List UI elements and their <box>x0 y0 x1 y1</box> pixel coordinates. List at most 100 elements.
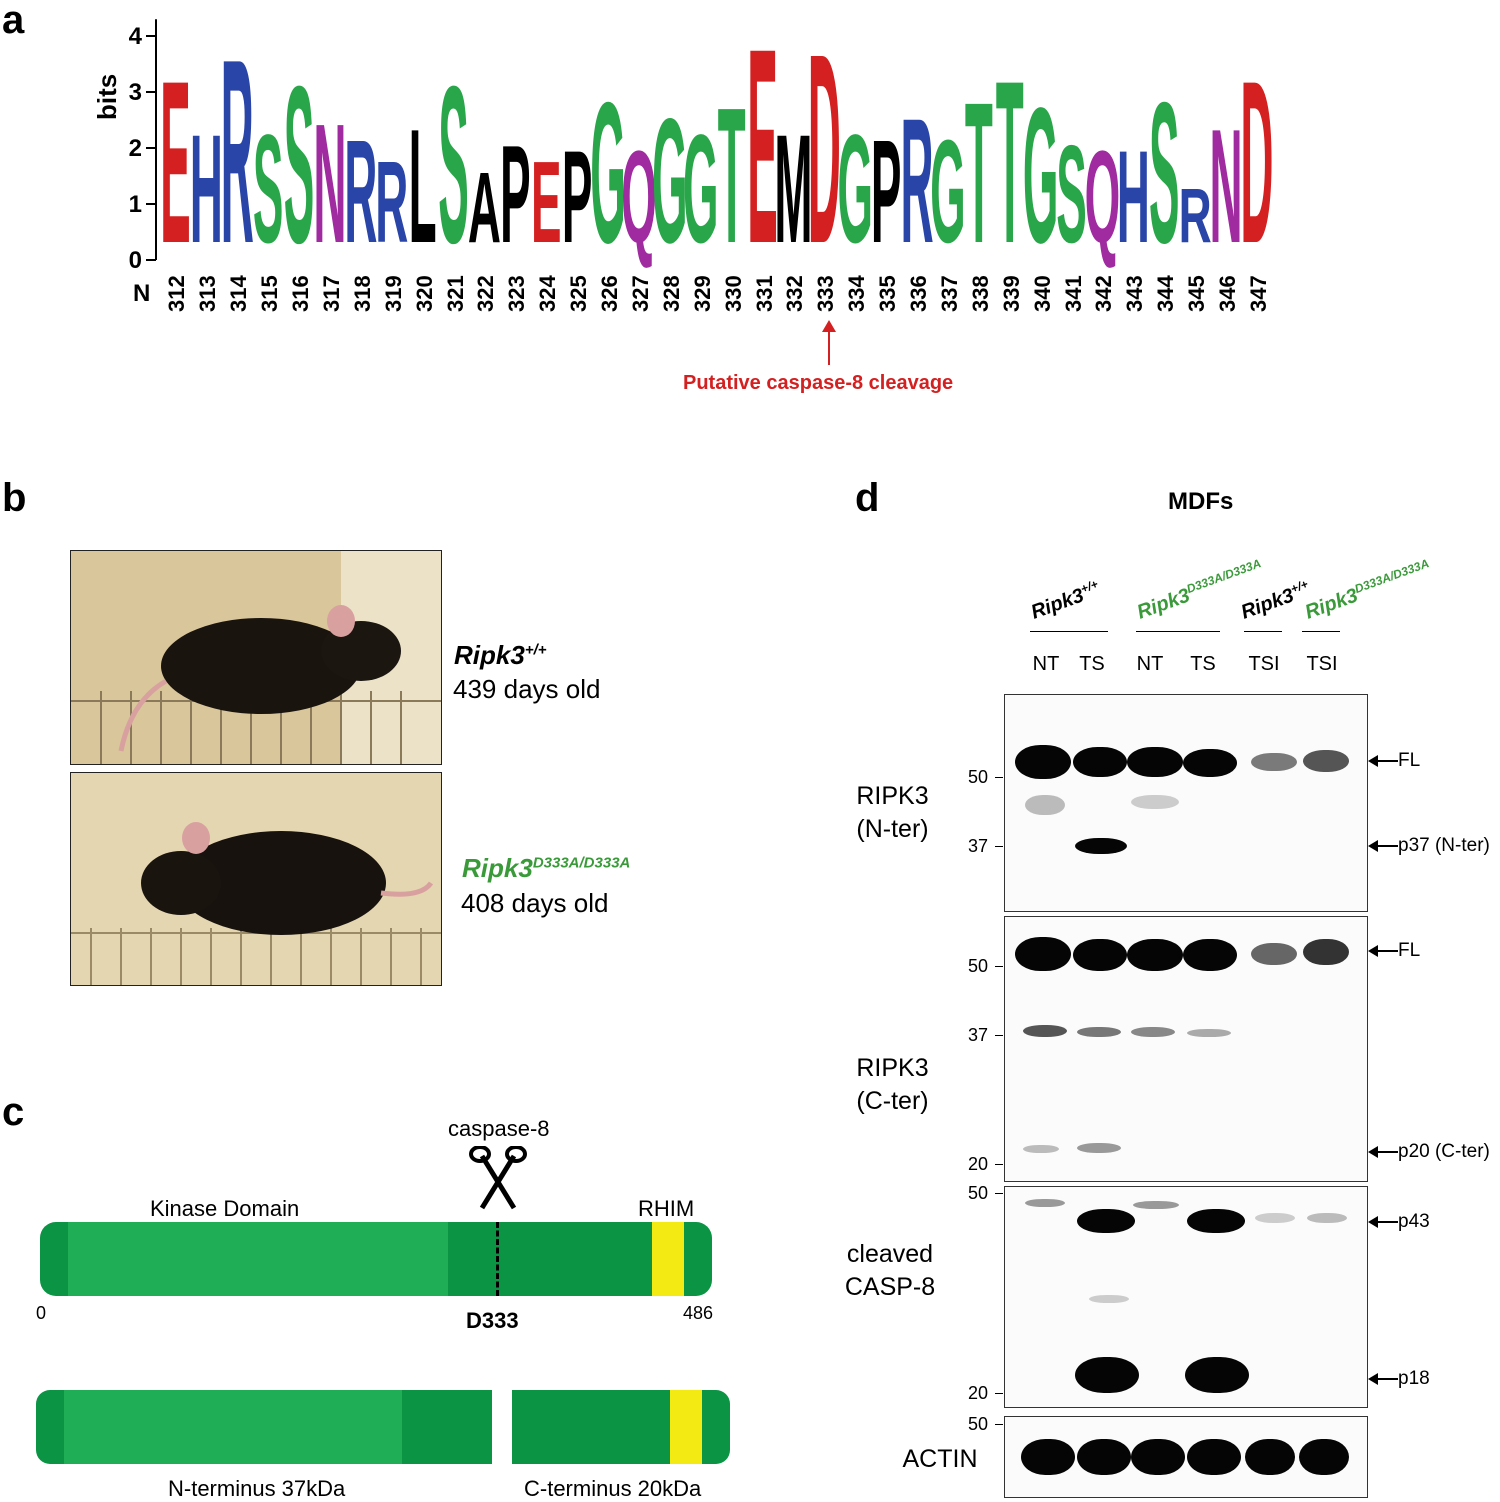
mw-tick <box>995 846 1003 847</box>
genotype-underline-3 <box>1244 631 1282 632</box>
logo-y-axis-label: bits <box>92 73 122 120</box>
band-fl <box>1303 939 1349 965</box>
logo-position-label: 318 <box>349 275 375 312</box>
logo-letter: P <box>562 123 593 270</box>
band-fl <box>1127 939 1183 971</box>
lane-label-6: TSI <box>1306 653 1338 675</box>
band-p43 <box>1187 1209 1245 1233</box>
genotype-sup: D333A/D333A <box>532 854 631 872</box>
cleavage-annotation: Putative caspase-8 cleavage <box>683 372 954 394</box>
logo-letter: S <box>438 41 469 290</box>
logo-letter: G <box>652 83 688 280</box>
logo-letter: G <box>837 104 873 276</box>
logo-letter: S <box>284 41 315 290</box>
genotype-underline-4 <box>1302 631 1340 632</box>
band-fl <box>1015 937 1071 971</box>
mw-marker-20: 20 <box>967 1154 988 1174</box>
mw-marker-50: 50 <box>967 1183 988 1203</box>
panel-b-letter: b <box>2 476 27 520</box>
logo-letter: T <box>965 60 993 285</box>
band-label-fl: FL <box>1398 750 1421 771</box>
logo-letter: R <box>344 111 377 274</box>
logo-position-label: 333 <box>813 275 839 312</box>
genotype-name: Ripk3 <box>1134 584 1193 624</box>
logo-y-tick-label: 2 <box>129 135 142 162</box>
arrow-icon <box>1368 1216 1398 1228</box>
logo-letter: P <box>871 111 902 274</box>
panel-c-letter: c <box>2 1090 25 1134</box>
logo-letter: G <box>590 60 626 285</box>
arrow-icon <box>1368 1146 1398 1158</box>
band-actin <box>1299 1439 1349 1475</box>
band-p43 <box>1077 1209 1135 1233</box>
band-label-p18: p18 <box>1398 1368 1430 1389</box>
logo-position-label: 343 <box>1122 275 1148 312</box>
mw-tick <box>995 966 1003 967</box>
logo-letter: T <box>996 34 1024 292</box>
logo-position-label: 340 <box>1029 275 1055 312</box>
band-p20 <box>1077 1143 1121 1153</box>
logo-position-label: 319 <box>380 275 406 312</box>
c-terminus-rhim-region <box>670 1390 702 1464</box>
position-start: 0 <box>36 1303 47 1323</box>
logo-position-label: 316 <box>288 275 314 312</box>
logo-y-tick-label: 4 <box>129 23 143 50</box>
caspase-label: caspase-8 <box>448 1116 550 1141</box>
mw-marker-37: 37 <box>967 836 988 856</box>
band-37 <box>1023 1025 1067 1037</box>
logo-letter: H <box>190 104 223 276</box>
genotype-name: Ripk3 <box>1302 584 1361 624</box>
logo-letter: E <box>160 34 191 292</box>
logo-position-label: 346 <box>1215 275 1241 312</box>
band-fl <box>1073 939 1127 971</box>
arrow-icon <box>1368 945 1398 957</box>
blot-label-casp8: cleaved CASP-8 <box>815 1238 965 1303</box>
genotype-underline-2 <box>1136 631 1220 632</box>
band-actin <box>1077 1439 1131 1475</box>
panel-d-letter: d <box>855 476 880 520</box>
logo-position-label: 335 <box>875 275 901 312</box>
genotype-name: Ripk3 <box>454 640 525 670</box>
band-label-p37: p37 (N-ter) <box>1398 835 1490 856</box>
band-label-fl: FL <box>1398 940 1421 961</box>
logo-letter: D <box>808 15 841 301</box>
blot-label-line1: RIPK3 <box>856 1054 929 1082</box>
logo-letter: A <box>468 151 501 264</box>
logo-letter: D <box>1240 34 1273 292</box>
band-label-p43: p43 <box>1398 1211 1430 1232</box>
lane-label-5: TSI <box>1248 653 1280 675</box>
logo-letter: N <box>1210 96 1243 277</box>
logo-letter: L <box>409 96 437 277</box>
genotype-sup: D333A/D333A <box>1184 556 1263 597</box>
logo-position-label: 328 <box>658 275 684 312</box>
logo-position-label: 313 <box>195 275 221 312</box>
band-37 <box>1077 1027 1121 1037</box>
kinase-domain-region <box>68 1222 448 1296</box>
band-p18 <box>1185 1357 1249 1393</box>
logo-letter: R <box>375 137 408 267</box>
blot-label-line1: RIPK3 <box>856 782 929 810</box>
logo-y-tick-label: 1 <box>129 191 142 218</box>
band-actin <box>1131 1439 1185 1475</box>
mw-marker-37: 37 <box>967 1025 988 1045</box>
rhim-label: RHIM <box>638 1196 695 1221</box>
position-end: 486 <box>683 1303 714 1323</box>
logo-position-label: 317 <box>318 275 344 312</box>
logo-letter: G <box>930 111 966 274</box>
logo-position-label: 338 <box>967 275 993 312</box>
mw-tick <box>995 1424 1003 1425</box>
band-p43 <box>1255 1213 1295 1223</box>
logo-letter: N <box>313 89 346 279</box>
logo-letter: Q <box>621 123 657 270</box>
blot-label-line1: cleaved <box>846 1240 934 1268</box>
arrow-icon <box>1368 755 1398 767</box>
mw-marker-20: 20 <box>967 1383 988 1403</box>
panel-a-letter: a <box>2 0 25 42</box>
blot-ripk3-nter <box>1004 694 1368 912</box>
cleavage-site-line <box>496 1222 499 1296</box>
logo-position-label: 323 <box>504 275 530 312</box>
band-smear <box>1131 795 1179 809</box>
logo-position-label: 337 <box>936 275 962 312</box>
genotype-header-1: Ripk3+/+ <box>1028 577 1104 625</box>
logo-letter: E <box>747 15 778 302</box>
